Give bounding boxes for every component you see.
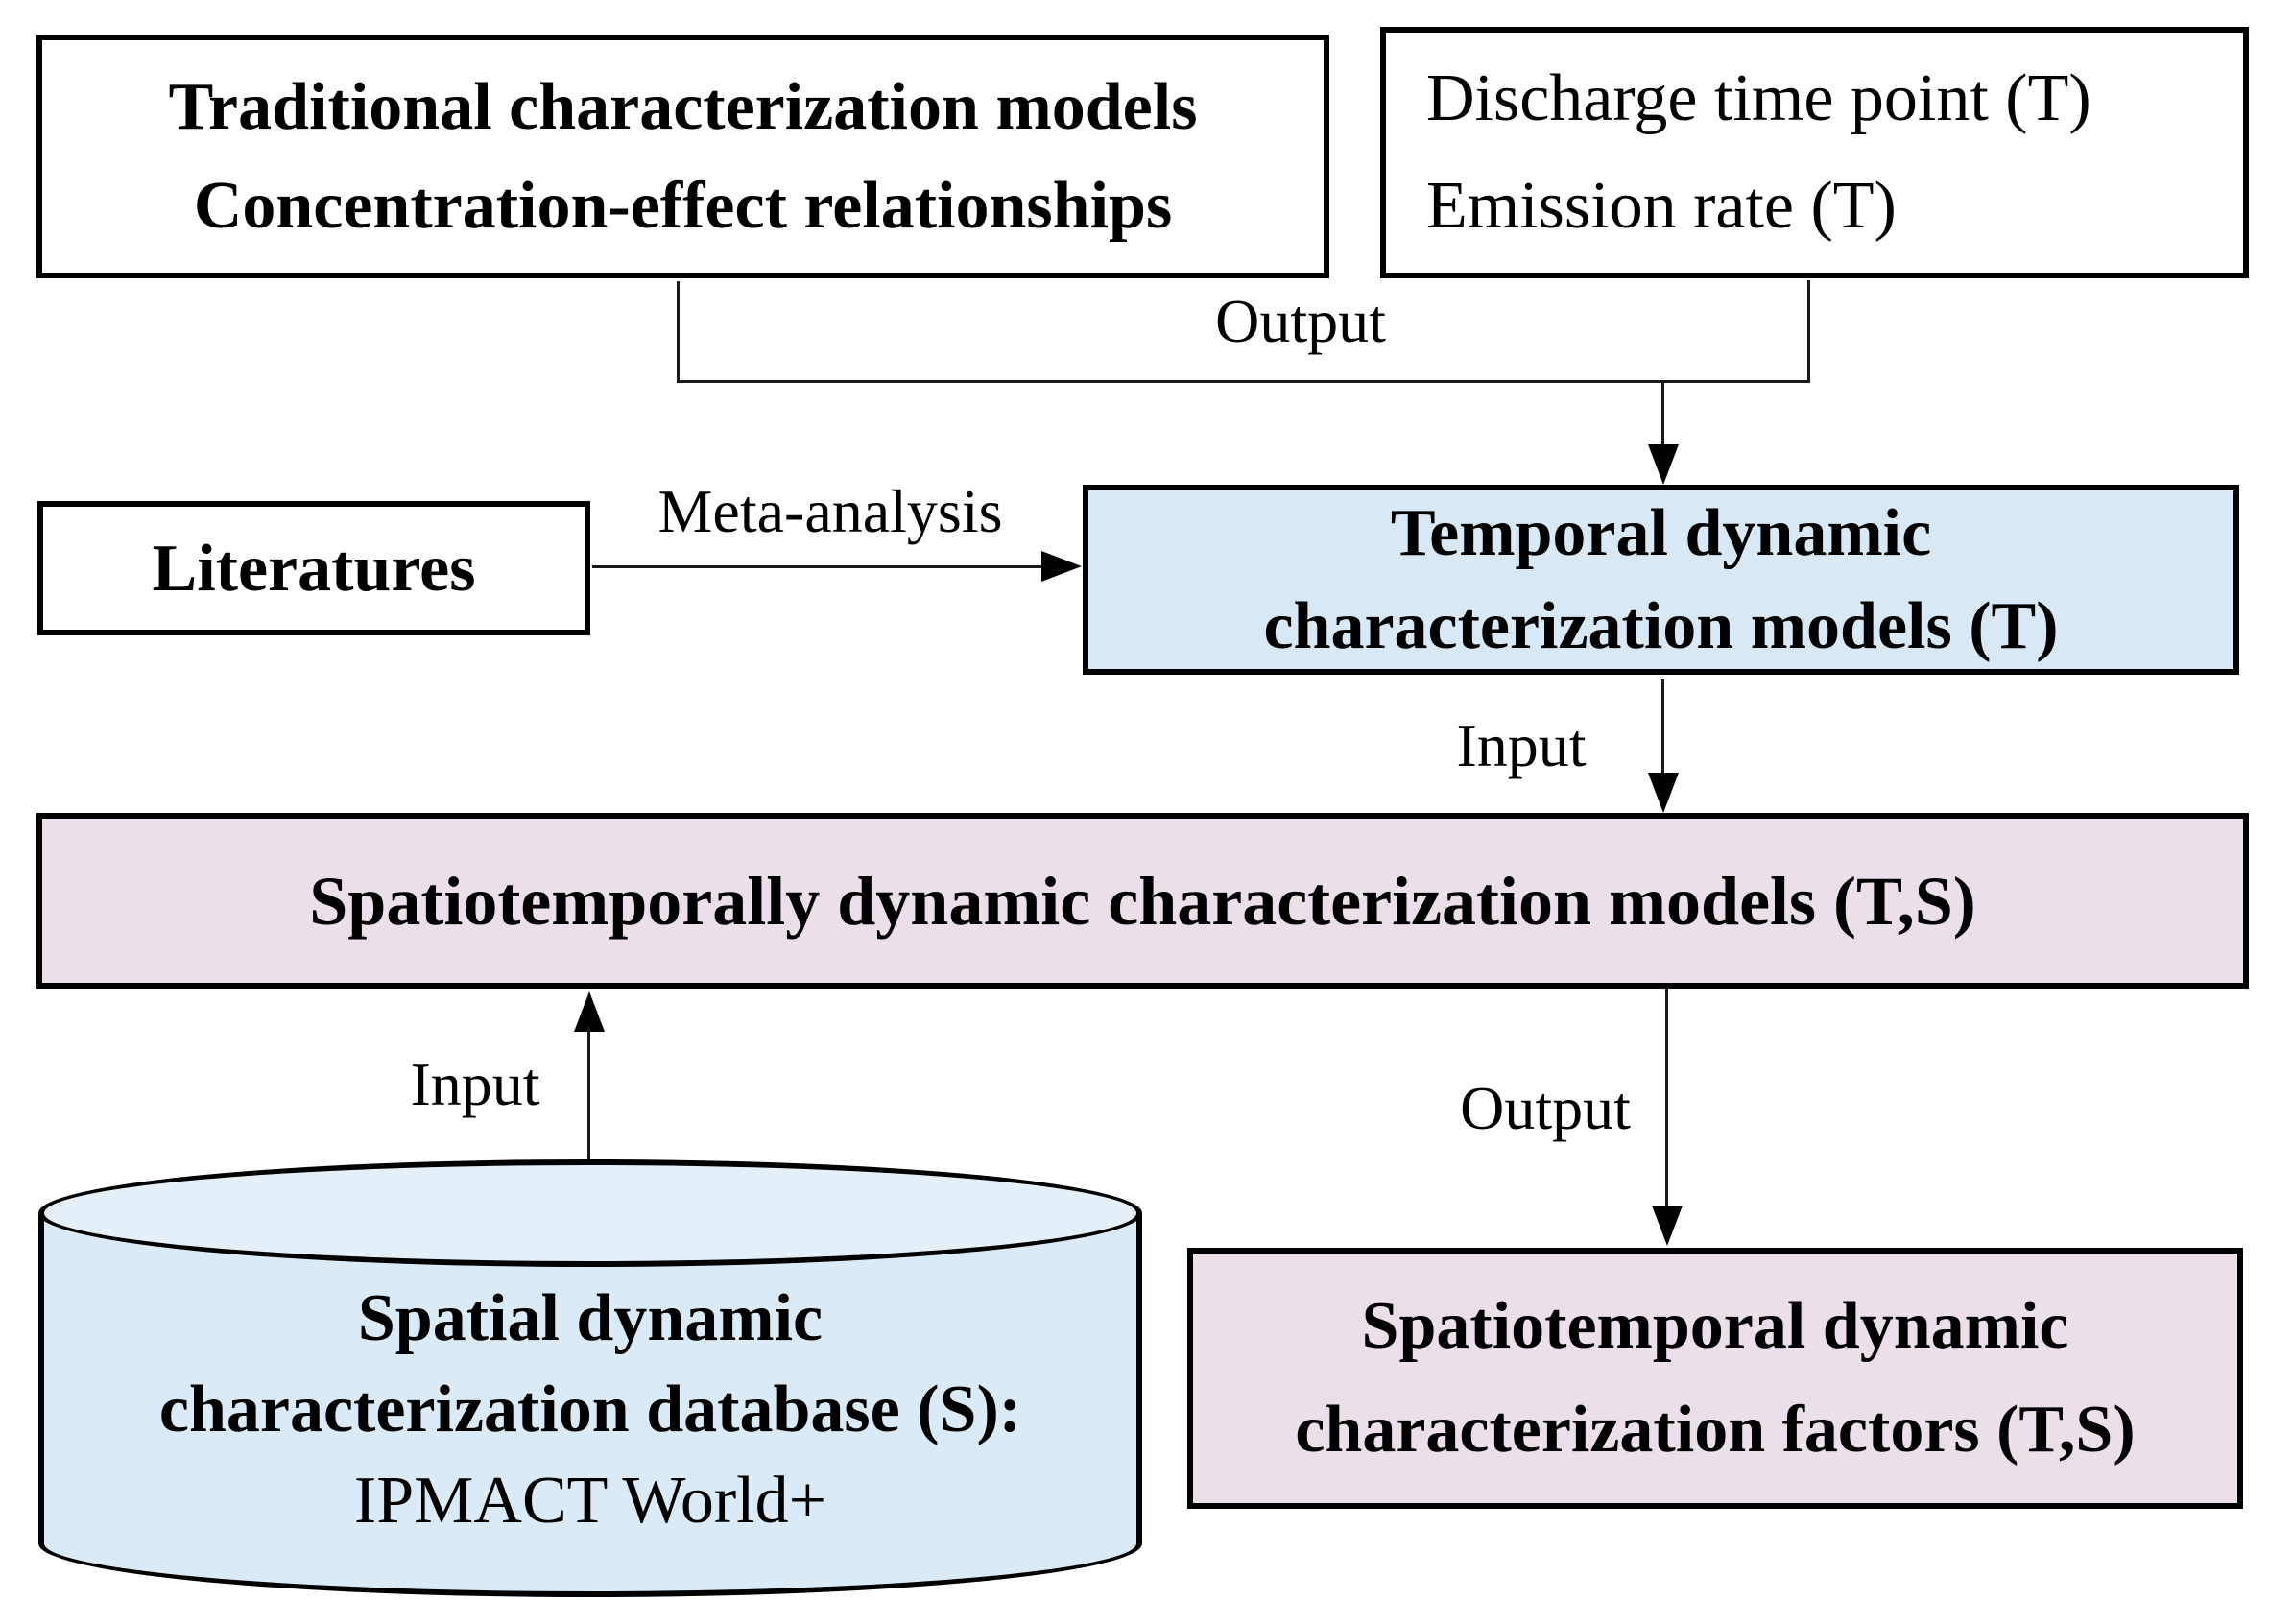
- arrow-down-icon: [1652, 1206, 1683, 1246]
- connector-discharge-down-line: [1807, 280, 1810, 383]
- connector-output-horizontal-line: [677, 380, 1810, 383]
- arrow-down-icon: [1648, 773, 1679, 813]
- node-traditional-models: Traditional characterization models Conc…: [36, 35, 1329, 278]
- node-factors: Spatiotemporal dynamic characterization …: [1187, 1248, 2243, 1509]
- database-cylinder-top: [38, 1159, 1142, 1267]
- node-temporal-models: Temporal dynamic characterization models…: [1083, 485, 2239, 675]
- label-output-bottom: Output: [1460, 1074, 1631, 1142]
- node-traditional-models-line2: Concentration-effect relationships: [193, 169, 1173, 243]
- node-discharge-line2: Emission rate (T): [1426, 169, 1897, 243]
- arrow-input-top-line: [1661, 679, 1664, 775]
- node-discharge-line1: Discharge time point (T): [1426, 61, 2091, 135]
- node-spatial-database-text: Spatial dynamic characterization databas…: [38, 1273, 1142, 1546]
- node-discharge-emission: Discharge time point (T) Emission rate (…: [1380, 27, 2249, 278]
- connector-traditional-down-line: [677, 281, 680, 383]
- arrow-down-icon: [1648, 444, 1679, 485]
- arrow-right-icon: [1041, 551, 1082, 582]
- node-literatures-label: Literatures: [152, 531, 476, 606]
- arrow-output-bottom-line: [1665, 989, 1668, 1207]
- arrow-up-icon: [574, 991, 605, 1032]
- node-database-line3: IPMACT World+: [353, 1464, 827, 1538]
- node-temporal-line2: characterization models (T): [1263, 589, 2059, 663]
- label-input-top: Input: [1456, 711, 1587, 779]
- node-database-line2: characterization database (S):: [158, 1373, 1022, 1446]
- node-spatiotemporal-models: Spatiotemporally dynamic characterizatio…: [36, 813, 2249, 989]
- arrow-output-top-line: [1661, 382, 1664, 449]
- label-output-top: Output: [1215, 287, 1386, 355]
- arrow-meta-analysis-line: [592, 565, 1043, 568]
- node-literatures: Literatures: [37, 501, 590, 635]
- arrow-input-bottom-line: [587, 1027, 590, 1159]
- node-spatial-database: Spatial dynamic characterization databas…: [38, 1159, 1142, 1597]
- node-spatiotemporal-models-label: Spatiotemporally dynamic characterizatio…: [309, 862, 1976, 940]
- node-database-line1: Spatial dynamic: [357, 1281, 824, 1355]
- label-input-bottom: Input: [410, 1050, 540, 1118]
- node-factors-line1: Spatiotemporal dynamic: [1361, 1289, 2069, 1363]
- node-factors-line2: characterization factors (T,S): [1295, 1393, 2136, 1467]
- database-cylinder-body: [38, 1213, 1142, 1543]
- label-meta-analysis: Meta-analysis: [657, 477, 1003, 545]
- node-traditional-models-line1: Traditional characterization models: [168, 70, 1198, 144]
- node-temporal-line1: Temporal dynamic: [1390, 496, 1932, 570]
